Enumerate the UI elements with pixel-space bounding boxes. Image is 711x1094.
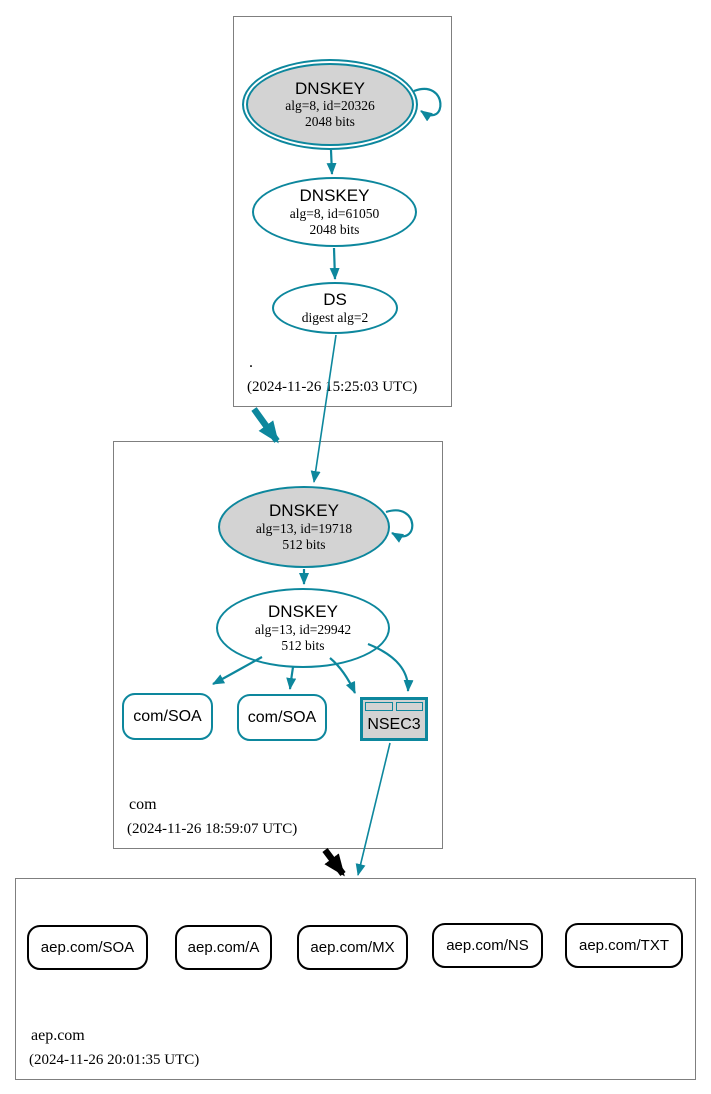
rrset-aep-com-txt[interactable]: aep.com/TXT: [565, 923, 683, 968]
zone-box-aep-com: aep.com (2024-11-26 20:01:35 UTC): [15, 878, 696, 1080]
rrset-label: aep.com/TXT: [578, 937, 670, 954]
dnskey-ksk-19718-node[interactable]: DNSKEY alg=13, id=19718 512 bits: [218, 486, 390, 568]
dnskey-title: DNSKEY: [295, 78, 365, 98]
ds-title: DS: [323, 290, 347, 310]
zone-label-com: com: [129, 796, 157, 813]
dnskey-alg-id: alg=13, id=19718: [255, 520, 353, 536]
rrset-label: aep.com/NS: [446, 937, 529, 954]
nsec3-cell-left: [365, 702, 393, 711]
dnskey-alg-id: alg=8, id=20326: [285, 98, 375, 114]
rrset-label: com/SOA: [133, 707, 202, 725]
dnskey-bits: 2048 bits: [309, 221, 360, 237]
rrset-label: com/SOA: [247, 708, 317, 726]
nsec3-cell-right: [395, 702, 423, 711]
rrset-aep-com-mx[interactable]: aep.com/MX: [297, 925, 408, 970]
zone-box-com: com (2024-11-26 18:59:07 UTC): [113, 441, 443, 849]
rrset-com-soa-2[interactable]: com/SOA: [237, 694, 327, 741]
rrset-com-soa-1[interactable]: com/SOA: [122, 693, 213, 740]
dnskey-ksk-20326-node[interactable]: DNSKEY alg=8, id=20326 2048 bits: [242, 59, 418, 150]
zone-timestamp-aep-com: (2024-11-26 20:01:35 UTC): [29, 1052, 200, 1068]
edge-delegation-com-to-aep-com: [322, 848, 346, 877]
nsec3-node[interactable]: NSEC3: [360, 697, 428, 741]
dnskey-alg-id: alg=8, id=61050: [289, 205, 380, 221]
zone-label-aep-com: aep.com: [31, 1027, 85, 1044]
rrset-aep-com-soa[interactable]: aep.com/SOA: [27, 925, 148, 970]
rrset-label: aep.com/SOA: [40, 939, 135, 956]
zone-label-root: .: [249, 354, 253, 371]
dnskey-zsk-29942-node[interactable]: DNSKEY alg=13, id=29942 512 bits: [216, 588, 390, 668]
ds-digest-alg: digest alg=2: [301, 309, 369, 325]
zone-timestamp-com: (2024-11-26 18:59:07 UTC): [127, 821, 298, 837]
ds-node[interactable]: DS digest alg=2: [272, 282, 398, 334]
rrset-aep-com-ns[interactable]: aep.com/NS: [432, 923, 543, 968]
dnskey-alg-id: alg=13, id=29942: [254, 621, 352, 637]
dnskey-title: DNSKEY: [268, 602, 338, 622]
dnskey-zsk-61050-node[interactable]: DNSKEY alg=8, id=61050 2048 bits: [252, 177, 417, 247]
dnskey-bits: 512 bits: [282, 536, 326, 552]
rrset-label: aep.com/A: [187, 939, 260, 956]
rrset-aep-com-a[interactable]: aep.com/A: [175, 925, 272, 970]
dnskey-bits: 2048 bits: [305, 114, 355, 130]
rrset-label: aep.com/MX: [310, 939, 395, 956]
edge-delegation-root-to-com: [251, 407, 280, 444]
dnskey-bits: 512 bits: [281, 637, 325, 653]
dnskey-title: DNSKEY: [299, 186, 370, 206]
nsec3-label: NSEC3: [367, 715, 421, 733]
zone-timestamp-root: (2024-11-26 15:25:03 UTC): [247, 379, 418, 395]
dnskey-ksk-20326-inner: DNSKEY alg=8, id=20326 2048 bits: [246, 63, 414, 146]
nsec3-header-cells: [363, 700, 425, 711]
dnskey-title: DNSKEY: [269, 501, 339, 521]
